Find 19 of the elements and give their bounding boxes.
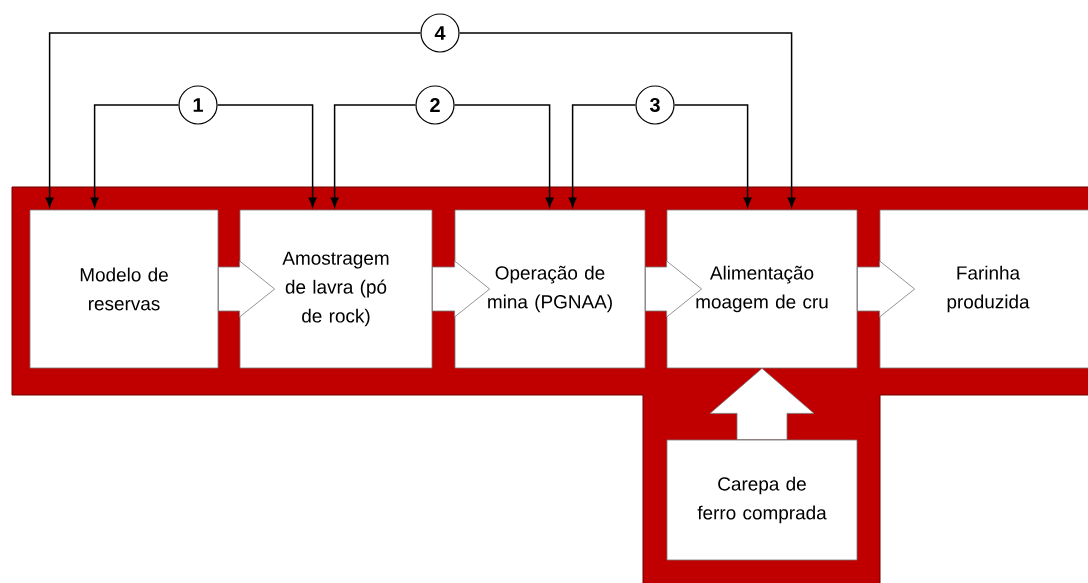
arrow (673, 104, 752, 208)
process-box: Alimentação moagem de cru (666, 209, 858, 369)
block-arrow (432, 260, 490, 318)
arrow (45, 32, 422, 208)
block-arrow (645, 260, 702, 318)
arrow (330, 104, 417, 208)
process-box: Amostragem de lavra (pó de rock) (239, 209, 433, 369)
block-arrow (218, 260, 275, 318)
arrow (90, 104, 180, 208)
arrow (216, 104, 317, 208)
arrow (453, 104, 554, 208)
process-box: Carepa de ferro comprada (666, 439, 858, 561)
block-arrow (709, 368, 815, 440)
process-box: Farinha produzida (879, 209, 1088, 369)
process-box: Operação de mina (PGNAA) (454, 209, 646, 369)
process-box: Modelo de reservas (29, 209, 219, 369)
arrow (458, 32, 796, 208)
block-arrow (857, 260, 915, 318)
arrow (568, 104, 637, 208)
